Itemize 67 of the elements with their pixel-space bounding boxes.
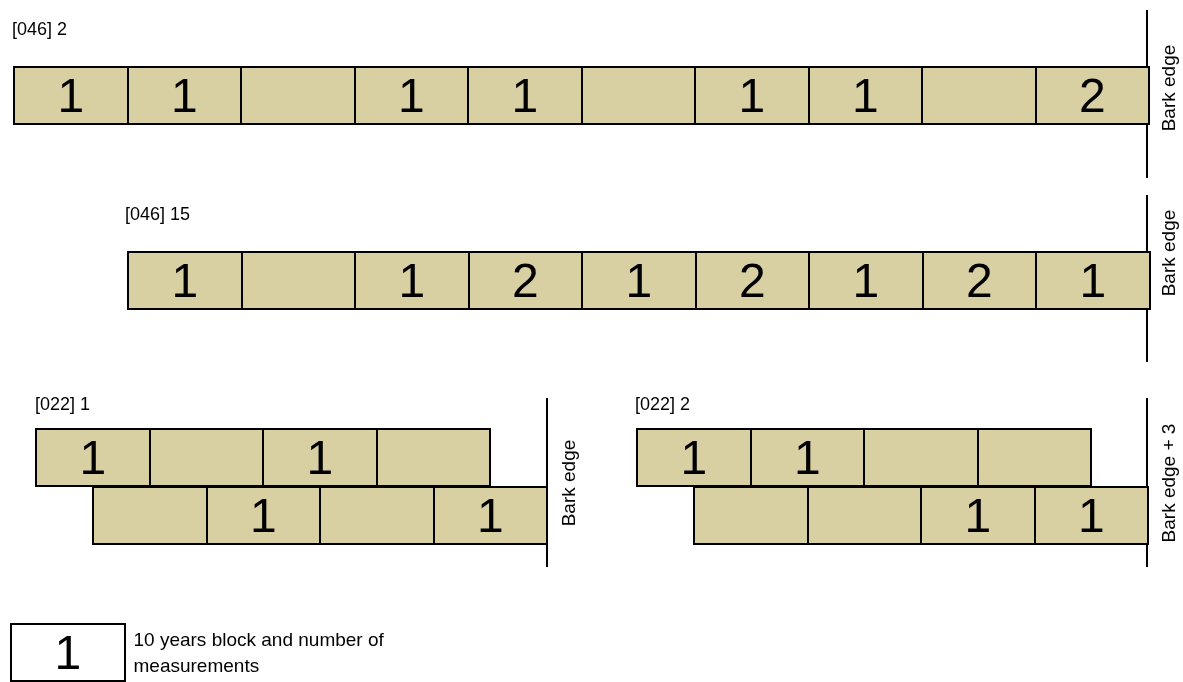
- measurement-count: 2: [965, 256, 993, 305]
- ten-year-block: [807, 66, 923, 125]
- bark-edge-label: Bark edge + 3: [1158, 423, 1178, 543]
- measurement-count: 1: [306, 433, 334, 482]
- ten-year-block: [694, 251, 810, 310]
- ten-year-block: [35, 428, 151, 487]
- ten-year-block: [240, 66, 356, 125]
- measurement-count: 2: [511, 256, 539, 305]
- ten-year-block: [976, 428, 1092, 487]
- ten-year-block: [920, 486, 1036, 545]
- measurement-count: 1: [625, 256, 653, 305]
- ten-year-block: [580, 66, 696, 125]
- ten-year-block: [921, 66, 1037, 125]
- bark-edge-label: Bark edge: [558, 439, 578, 527]
- measurement-count: 1: [1077, 491, 1105, 540]
- ten-year-block: [126, 66, 242, 125]
- ten-year-block: [921, 251, 1037, 310]
- measurement-count: 1: [1079, 256, 1107, 305]
- measurement-count: 1: [511, 71, 539, 120]
- ten-year-block: [1035, 251, 1151, 310]
- ten-year-block: [92, 486, 208, 545]
- measurement-count: 1: [738, 71, 766, 120]
- legend-block: [10, 623, 126, 682]
- ten-year-block: [127, 251, 243, 310]
- ten-year-block: [353, 66, 469, 125]
- ten-year-block: [240, 251, 356, 310]
- measurement-count: 1: [79, 433, 107, 482]
- measurement-count: 1: [398, 256, 426, 305]
- measurement-count: 1: [852, 256, 880, 305]
- measurement-count: 2: [1078, 71, 1106, 120]
- sample-label: [046] 2: [12, 20, 68, 38]
- ten-year-block: [863, 428, 979, 487]
- ten-year-block: [806, 486, 922, 545]
- ten-year-block: [581, 251, 697, 310]
- ten-year-block: [319, 486, 435, 545]
- measurement-count: 1: [964, 491, 992, 540]
- ten-year-block: [467, 66, 583, 125]
- ten-year-block: [13, 66, 129, 125]
- ten-year-block: [1033, 486, 1149, 545]
- measurement-count: 1: [249, 491, 277, 540]
- sample-label: [046] 15: [125, 205, 191, 223]
- ten-year-block: [1034, 66, 1150, 125]
- measurement-count: 1: [170, 71, 198, 120]
- measurement-count: 1: [54, 628, 82, 677]
- ten-year-block: [205, 486, 321, 545]
- ten-year-block: [467, 251, 583, 310]
- measurement-count: 1: [476, 491, 504, 540]
- ten-year-block: [375, 428, 491, 487]
- measurement-count: 1: [57, 71, 85, 120]
- ten-year-block: [694, 66, 810, 125]
- ten-year-block: [262, 428, 378, 487]
- measurement-count: 1: [793, 433, 821, 482]
- bark-edge-label: Bark edge: [1158, 44, 1178, 132]
- measurement-count: 2: [738, 256, 766, 305]
- measurement-count: 1: [851, 71, 879, 120]
- legend-text: 10 years block and number of measurements: [133, 628, 385, 678]
- measurement-count: 1: [680, 433, 708, 482]
- ten-year-block: [148, 428, 264, 487]
- ten-year-block: [693, 486, 809, 545]
- ten-year-block: [432, 486, 548, 545]
- measurement-count: 1: [171, 256, 199, 305]
- ten-year-block: [636, 428, 752, 487]
- ten-year-block: [354, 251, 470, 310]
- ten-year-block: [808, 251, 924, 310]
- bark-edge-label: Bark edge: [1158, 209, 1178, 297]
- ten-year-block: [749, 428, 865, 487]
- measurement-count: 1: [397, 71, 425, 120]
